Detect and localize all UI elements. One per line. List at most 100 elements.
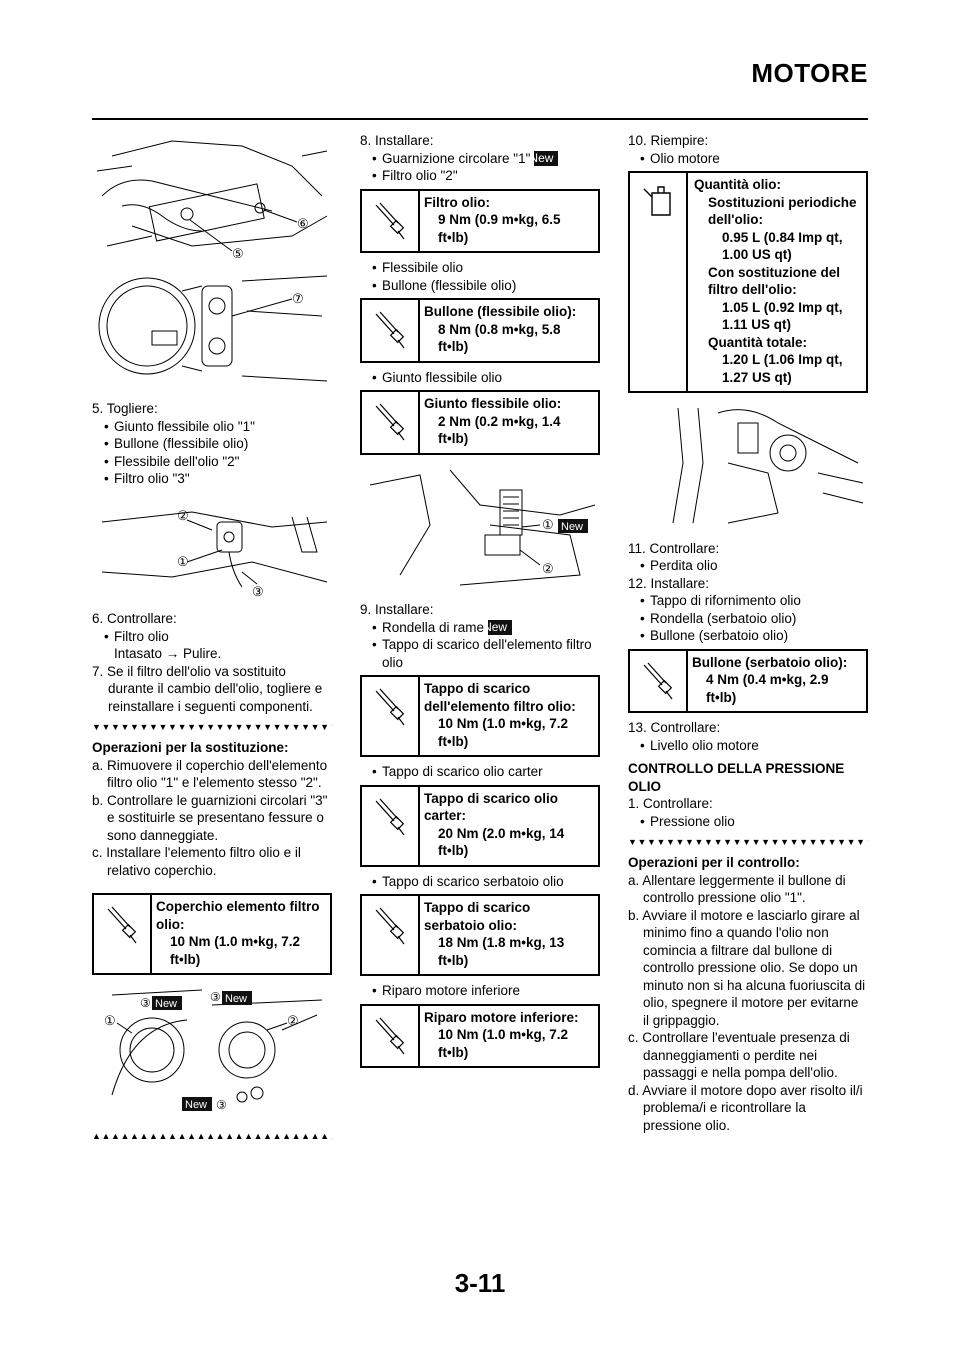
- ops-item: c. Controllare l'eventuale presenza di d…: [628, 1030, 850, 1080]
- torque-box-title: Riparo motore inferiore:: [424, 1009, 579, 1025]
- step-9-title: 9. Installare:: [360, 602, 434, 617]
- ops-item: d. Avviare il motore dopo aver risolto i…: [628, 1082, 863, 1133]
- torque-box-value: 18 Nm (1.8 m•kg, 13 ft•lb): [438, 935, 565, 968]
- step-13-title: 13. Controllare:: [628, 720, 721, 735]
- step-6-sub: Intasato → Pulire.: [114, 646, 222, 661]
- step-12-title: 12. Installare:: [628, 575, 710, 591]
- figure-drain-plug: ① New ②: [369, 469, 596, 585]
- torque-box-title: Bullone (flessibile olio):: [424, 304, 577, 319]
- figure-label: ③: [252, 584, 264, 599]
- new-badge: New: [529, 151, 559, 167]
- oil-quantity-line: 0.95 L (0.84 Imp qt, 1.00 US qt): [722, 229, 843, 263]
- figure-oil-filter-cover: ⑦: [98, 275, 328, 381]
- step-9-item-text: Rondella di rame: [382, 619, 485, 635]
- torque-box-title: Tappo di scarico dell'elemento filtro ol…: [424, 681, 576, 714]
- step-5-title: 5. Togliere:: [92, 401, 158, 416]
- new-badge: New: [483, 620, 513, 636]
- section-step-1: 1. Controllare:: [628, 796, 713, 811]
- torque-box-title: Giunto flessibile olio:: [424, 396, 562, 411]
- ops-item: a. Rimuovere il coperchio dell'elemento …: [92, 757, 328, 791]
- torque-box-title: Filtro olio:: [424, 194, 490, 210]
- figure-engine-left: ⑥ ⑤: [96, 140, 328, 261]
- figure-label: ⑤: [232, 246, 244, 258]
- torque-box: Tappo di scarico serbatoio olio:18 Nm (1…: [360, 894, 600, 976]
- torque-box-title: Bullone (serbatoio olio):: [692, 654, 848, 670]
- list-item: Bullone (flessibile olio): [360, 277, 600, 295]
- step-6-item: Filtro olio: [92, 628, 332, 646]
- ops-item: a. Allentare leggermente il bullone di c…: [628, 872, 846, 906]
- torque-wrench-icon: [362, 786, 420, 865]
- step-8-item-text: Guarnizione circolare "1": [382, 150, 531, 166]
- figure-label: ⑦: [292, 291, 304, 306]
- oil-quantity-title: Quantità olio:: [694, 177, 781, 192]
- figure-label: ①: [177, 554, 189, 569]
- ops-end-marker: ▲▲▲▲▲▲▲▲▲▲▲▲▲▲▲▲▲▲▲▲▲▲▲▲▲▲▲: [92, 1130, 332, 1141]
- oil-can-icon: [630, 173, 688, 391]
- list-item: Flessibile olio: [360, 259, 600, 277]
- oil-quantity-line: 1.20 L (1.06 Imp qt, 1.27 US qt): [722, 352, 843, 385]
- step-11-item: Perdita olio: [628, 557, 868, 575]
- step-12-item: Rondella (serbatoio olio): [628, 610, 868, 628]
- page-number: 3-11: [454, 1268, 506, 1298]
- torque-wrench-icon: [362, 1005, 420, 1066]
- torque-wrench-icon: [94, 895, 152, 973]
- torque-wrench-icon: [362, 392, 420, 453]
- torque-box-value: 20 Nm (2.0 m•kg, 14 ft•lb): [438, 825, 565, 859]
- list-item: Tappo di scarico olio carter: [360, 763, 600, 781]
- torque-wrench-icon: [362, 300, 420, 361]
- oil-quantity-line: Con sostituzione del filtro dell'olio:: [708, 264, 841, 298]
- torque-box: Coperchio elemento filtro olio: 10 Nm (1…: [92, 893, 332, 975]
- oil-quantity-line: Quantità totale:: [708, 334, 808, 350]
- header-divider: [92, 118, 868, 120]
- figure-oil-filter-element: ① ③ New ③ New ② New ③: [104, 989, 323, 1112]
- oil-quantity-line: 1.05 L (0.92 Imp qt, 1.11 US qt): [722, 299, 843, 333]
- oil-quantity-line: Sostituzioni periodiche dell'olio:: [708, 194, 857, 228]
- torque-box-title: Tappo di scarico olio carter:: [424, 790, 559, 824]
- figure-label: ②: [177, 508, 189, 523]
- ops-title: Operazioni per il controllo:: [628, 855, 800, 870]
- step-5-item: Flessibile dell'olio "2": [92, 453, 332, 471]
- new-badge: New: [155, 998, 177, 1010]
- step-8-item: Guarnizione circolare "1"New: [360, 150, 600, 168]
- figure-label: ③: [216, 1098, 227, 1112]
- torque-box-value: 10 Nm (1.0 m•kg, 7.2 ft•lb): [438, 1027, 569, 1060]
- list-item: Tappo di scarico serbatoio olio: [360, 873, 600, 891]
- torque-box: Bullone (serbatoio olio): 4 Nm (0.4 m•kg,…: [628, 648, 868, 713]
- new-badge: New: [185, 1099, 207, 1111]
- torque-box: Filtro olio: 9 Nm (0.9 m•kg, 6.5 ft•lb): [360, 188, 600, 253]
- step-5-item: Giunto flessibile olio "1": [92, 418, 332, 436]
- step-6-title: 6. Controllare:: [92, 611, 177, 626]
- step-8-title: 8. Installare:: [360, 133, 434, 148]
- torque-box-value: 10 Nm (1.0 m•kg, 7.2 ft•lb): [438, 716, 569, 749]
- figure-label: ①: [542, 517, 554, 532]
- ops-item: b. Avviare il motore e lasciarlo girare …: [628, 907, 866, 1028]
- torque-box: Bullone (flessibile olio):8 Nm (0.8 m•kg…: [360, 298, 600, 363]
- torque-box: Tappo di scarico olio carter:20 Nm (2.0 …: [360, 784, 600, 867]
- column-3: 10. Riempire: Olio motore Quantità olio:…: [628, 132, 868, 1134]
- ops-start-marker: ▼▼▼▼▼▼▼▼▼▼▼▼▼▼▼▼▼▼▼▼▼▼▼▼▼▼▼: [628, 837, 868, 847]
- figure-oil-filler: [672, 407, 864, 524]
- page-title: MOTORE: [751, 58, 868, 88]
- new-badge: New: [225, 993, 247, 1005]
- column-2: 8. Installare: Guarnizione circolare "1"…: [360, 132, 600, 1074]
- ops-start-marker: ▼▼▼▼▼▼▼▼▼▼▼▼▼▼▼▼▼▼▼▼▼▼▼▼▼▼▼: [92, 722, 332, 732]
- torque-box-value: 9 Nm (0.9 m•kg, 6.5 ft•lb): [438, 212, 561, 245]
- figure-oil-hose: ② ① ③: [101, 508, 328, 599]
- torque-box: Tappo di scarico dell'elemento filtro ol…: [360, 675, 600, 757]
- figure-label: ⑥: [297, 216, 309, 231]
- figure-label: ①: [104, 1013, 116, 1028]
- torque-box-value: 4 Nm (0.4 m•kg, 2.9 ft•lb): [706, 672, 829, 705]
- step-5-item: Filtro olio "3": [92, 470, 332, 488]
- torque-box-title: Coperchio elemento filtro olio:: [156, 899, 320, 932]
- step-12-item: Bullone (serbatoio olio): [628, 627, 868, 645]
- ops-item: b. Controllare le guarnizioni circolari …: [92, 792, 328, 843]
- step-8-item: Filtro olio "2": [360, 167, 600, 185]
- list-item: Giunto flessibile olio: [360, 369, 600, 387]
- torque-box-value: 2 Nm (0.2 m•kg, 1.4 ft•lb): [438, 413, 561, 447]
- column-1: ⑥ ⑤ ⑦ 5. Togliere: Giunto flessibile oli…: [92, 132, 332, 1148]
- list-item: Riparo motore inferiore: [360, 982, 600, 1000]
- figure-label: ②: [542, 561, 554, 576]
- step-13-item: Livello olio motore: [628, 737, 868, 755]
- ops-title: Operazioni per la sostituzione:: [92, 740, 289, 755]
- ops-item: c. Installare l'elemento filtro olio e i…: [92, 845, 301, 878]
